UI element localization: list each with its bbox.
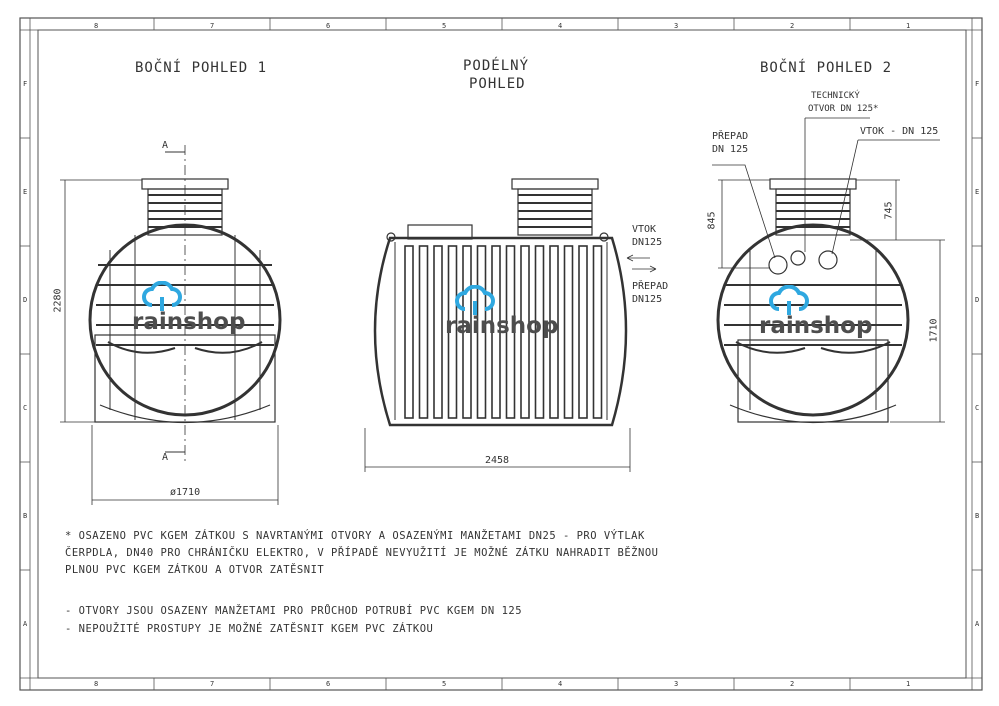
tank-rib xyxy=(433,245,443,419)
frame-row-label: E xyxy=(23,188,28,196)
side-view-1-title: BOČNÍ POHLED 1 xyxy=(135,60,268,76)
cloud-icon xyxy=(142,281,182,311)
cloud-icon xyxy=(455,285,495,315)
dimension-2458: 2458 xyxy=(485,455,510,466)
frame-column-label: 4 xyxy=(558,680,563,688)
frame-row-label: C xyxy=(23,404,28,412)
dimension-845: 845 xyxy=(706,211,718,230)
tank-rib xyxy=(549,245,559,419)
note-star-line2: ČERPDLA, DN40 PRO CHRÁNIČKU ELEKTRO, V P… xyxy=(65,547,659,559)
dimension-2280: 2280 xyxy=(52,288,64,313)
overflow-label-line1: PŘEPAD xyxy=(632,281,669,292)
dimension-diameter-1710: ø1710 xyxy=(170,487,201,498)
dimension-1710: 1710 xyxy=(928,318,940,343)
dimension-745: 745 xyxy=(883,201,895,220)
section-mark-bottom: A xyxy=(162,452,169,463)
tech-opening-line2: OTVOR DN 125* xyxy=(808,104,879,114)
side2-overflow-line1: PŘEPAD xyxy=(712,131,749,142)
note-star-line3: PLNOU PVC KGEM ZÁTKOU A OTVOR ZATĚSNIT xyxy=(65,564,325,576)
tank-rib xyxy=(447,245,458,419)
tank-rib xyxy=(592,245,603,419)
tank-rib xyxy=(418,245,429,419)
section-mark-top: A xyxy=(162,140,169,151)
frame-column-label: 4 xyxy=(558,22,563,30)
frame-column-label: 3 xyxy=(674,680,679,688)
frame-row-label: D xyxy=(975,296,980,304)
frame-column-label: 1 xyxy=(906,22,911,30)
side-view-2-dimensions xyxy=(712,117,945,423)
tank-rib xyxy=(520,245,530,419)
frame-row-label: A xyxy=(23,620,28,628)
frame-column-label: 7 xyxy=(210,680,215,688)
logo-text: rainshop xyxy=(132,309,246,335)
inlet-label-line2: DN125 xyxy=(632,237,663,248)
overflow-label-line2: DN125 xyxy=(632,294,663,305)
tank-rib xyxy=(578,245,588,419)
note-star-line1: * OSAZENO PVC KGEM ZÁTKOU S NAVRTANÝMI O… xyxy=(65,530,645,542)
side-view-2-title: BOČNÍ POHLED 2 xyxy=(760,60,893,76)
frame-row-label: A xyxy=(975,620,980,628)
longitudinal-title-line2: POHLED xyxy=(469,76,526,92)
frame-row-label: F xyxy=(23,80,28,88)
rainshop-logo-2: rainshop xyxy=(445,285,559,339)
tank-rib xyxy=(505,245,516,419)
logo-text: rainshop xyxy=(759,313,873,339)
tank-rib xyxy=(491,245,501,419)
tank-rib xyxy=(404,245,414,419)
note-bullet-2: - NEPOUŽITÉ PROSTUPY JE MOŽNÉ ZATĚSNIT K… xyxy=(65,623,434,635)
frame-row-label: C xyxy=(975,404,980,412)
side-view-1 xyxy=(88,145,282,465)
frame-column-label: 6 xyxy=(326,22,331,30)
frame-row-label: D xyxy=(23,296,28,304)
frame-column-label: 3 xyxy=(674,22,679,30)
side2-overflow-line2: DN 125 xyxy=(712,144,749,155)
inner-frame xyxy=(37,29,967,679)
note-bullet-1: - OTVORY JSOU OSAZENY MANŽETAMI PRO PRŮC… xyxy=(65,605,523,617)
frame-row-label: F xyxy=(975,80,980,88)
tech-opening-line1: TECHNICKÝ xyxy=(811,91,860,101)
side-view-1-dimensions xyxy=(60,179,279,505)
frame-column-label: 6 xyxy=(326,680,331,688)
side-view-2 xyxy=(716,178,910,424)
longitudinal-dimensions xyxy=(364,254,657,472)
rainshop-logo-3: rainshop xyxy=(759,285,873,339)
tank-rib xyxy=(563,245,574,419)
rainshop-logo-1: rainshop xyxy=(132,281,246,335)
tank-rib xyxy=(462,245,472,419)
frame-row-label: B xyxy=(975,512,980,520)
frame-column-label: 5 xyxy=(442,22,447,30)
frame-column-label: 1 xyxy=(906,680,911,688)
frame-column-label: 8 xyxy=(94,680,99,688)
longitudinal-title-line1: PODÉLNÝ xyxy=(463,58,530,74)
frame-row-label: E xyxy=(975,188,980,196)
frame-column-label: 7 xyxy=(210,22,215,30)
logo-text: rainshop xyxy=(445,313,559,339)
frame-row-label: B xyxy=(23,512,28,520)
cloud-icon xyxy=(769,285,809,315)
tank-rib xyxy=(534,245,545,419)
side2-inlet-label: VTOK - DN 125 xyxy=(860,126,939,137)
longitudinal-view xyxy=(373,178,628,427)
frame-column-label: 2 xyxy=(790,680,795,688)
frame-column-label: 8 xyxy=(94,22,99,30)
inlet-label-line1: VTOK xyxy=(632,224,657,235)
tank-rib xyxy=(476,245,487,419)
frame-column-label: 2 xyxy=(790,22,795,30)
frame-column-label: 5 xyxy=(442,680,447,688)
outer-frame xyxy=(19,17,983,691)
